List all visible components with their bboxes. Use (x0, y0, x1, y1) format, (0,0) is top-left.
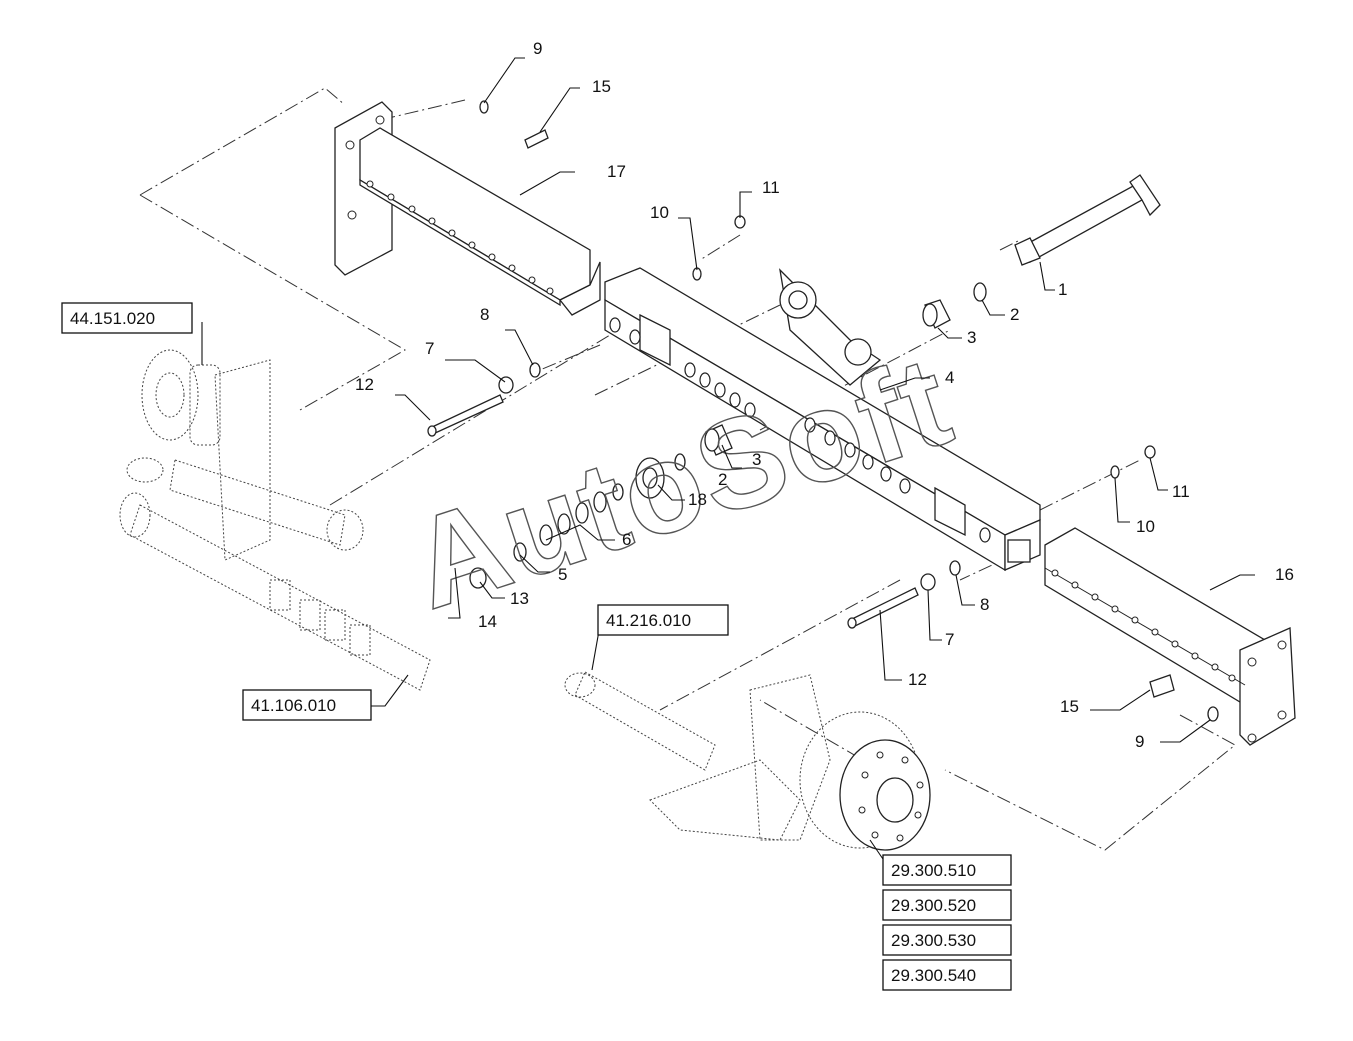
ref-29-300-540: 29.300.540 (891, 966, 976, 985)
ref-29-300-510: 29.300.510 (891, 861, 976, 880)
part-label-3b: 3 (752, 450, 761, 469)
part-number-labels: 1 2 3 4 3 2 18 6 5 13 14 7 8 12 9 15 17 … (355, 39, 1294, 751)
hardware-left (427, 100, 746, 437)
part-label-4: 4 (945, 368, 954, 387)
ref-44-151-020: 44.151.020 (70, 309, 155, 328)
part-label-8b: 8 (980, 595, 989, 614)
ref-41-216-010: 41.216.010 (606, 611, 691, 630)
part-17-rail (334, 101, 601, 316)
part-label-15: 15 (592, 77, 611, 96)
part-label-9: 9 (533, 39, 542, 58)
ref-29-300-530: 29.300.530 (891, 931, 976, 950)
part-label-8: 8 (480, 305, 489, 324)
part-1-pin (1014, 174, 1161, 266)
left-axle-assembly (119, 349, 431, 691)
reference-boxes: 44.151.020 41.216.010 41.106.010 29.300.… (61, 302, 1012, 991)
part-label-9b: 9 (1135, 732, 1144, 751)
hardware-right (847, 445, 1219, 722)
part-label-2b: 2 (718, 470, 727, 489)
part-label-1: 1 (1058, 280, 1067, 299)
part-label-10b: 10 (1136, 517, 1155, 536)
part-label-14: 14 (478, 612, 497, 631)
part-label-12: 12 (355, 375, 374, 394)
ref-41-106-010: 41.106.010 (251, 696, 336, 715)
part-label-12b: 12 (908, 670, 927, 689)
part-label-11b: 11 (1172, 482, 1190, 501)
part-label-3: 3 (967, 328, 976, 347)
part-label-5: 5 (558, 565, 567, 584)
part-label-7: 7 (425, 339, 434, 358)
part-4-beam (604, 267, 1041, 572)
hardware-upper-right (922, 282, 987, 329)
part-label-6: 6 (622, 530, 631, 549)
part-label-15b: 15 (1060, 697, 1079, 716)
part-label-11: 11 (762, 178, 780, 197)
right-axle-assembly (564, 671, 931, 851)
part-label-2: 2 (1010, 305, 1019, 324)
part-label-17: 17 (607, 162, 626, 181)
part-label-13: 13 (510, 589, 529, 608)
part-label-7b: 7 (945, 630, 954, 649)
part-label-16: 16 (1275, 565, 1294, 584)
part-16-rail (1044, 527, 1296, 746)
part-label-18: 18 (688, 490, 707, 509)
ref-29-300-520: 29.300.520 (891, 896, 976, 915)
hardware-cluster (469, 424, 733, 589)
leader-lines (201, 57, 1255, 863)
part-label-10: 10 (650, 203, 669, 222)
